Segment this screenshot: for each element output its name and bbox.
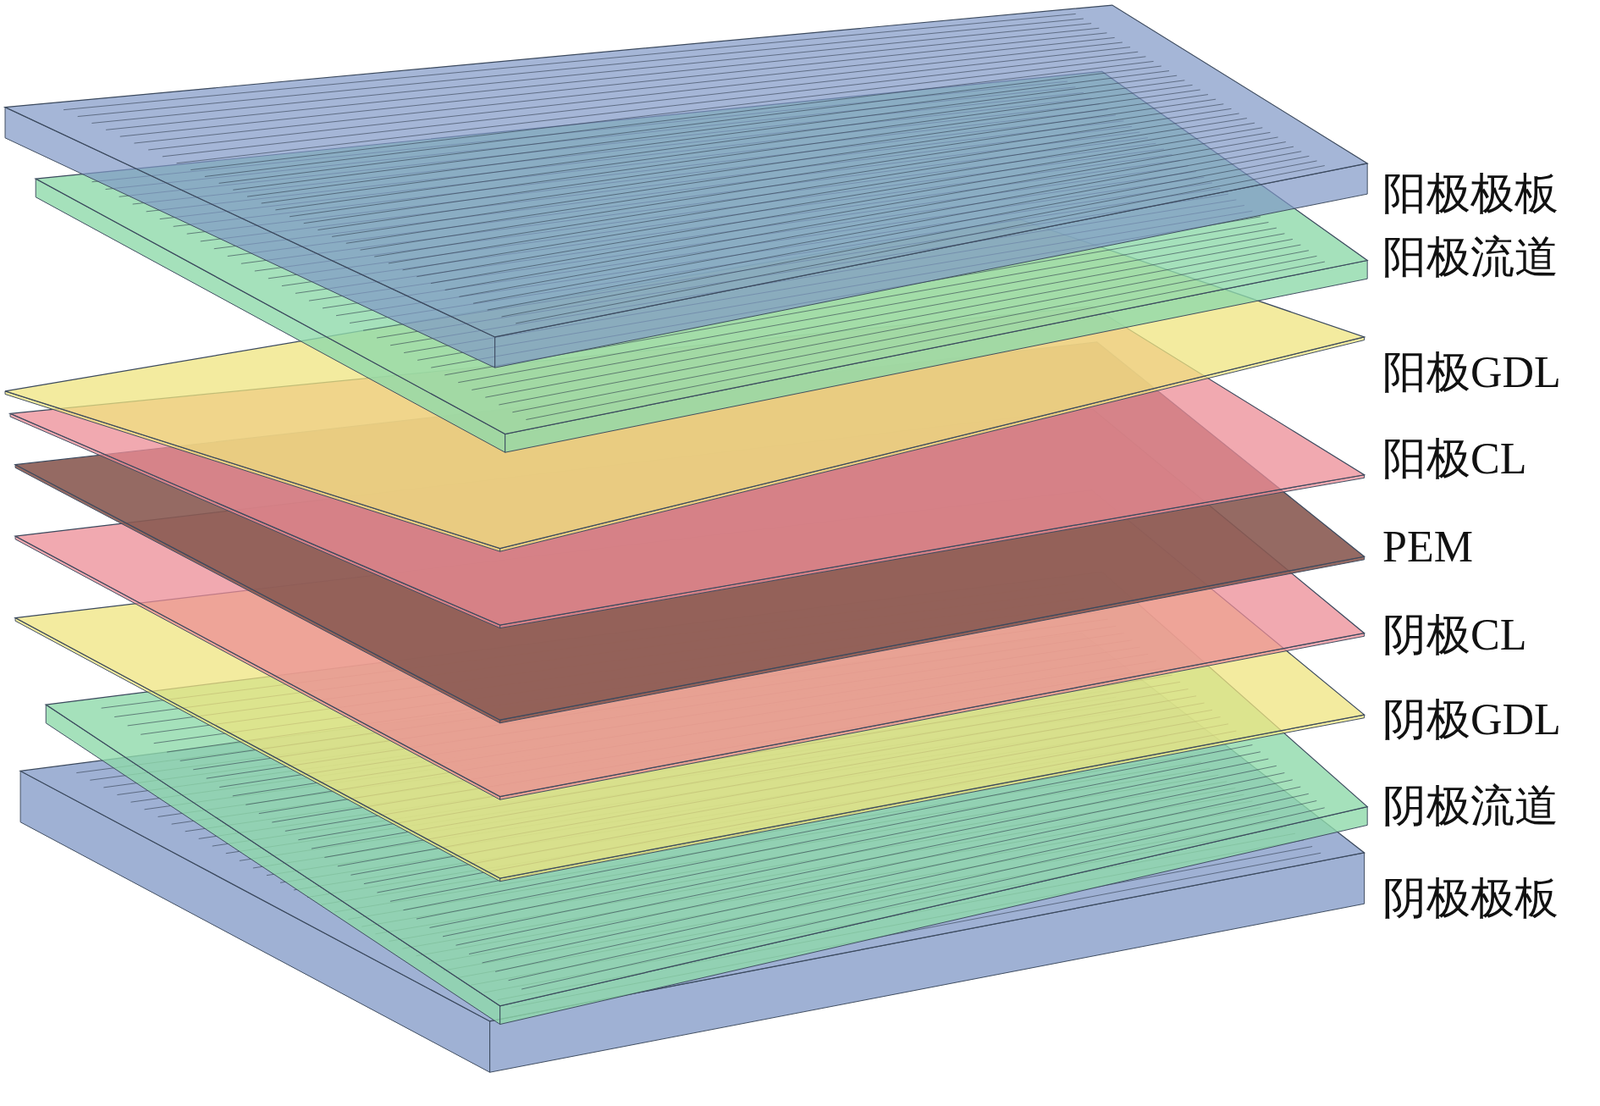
- flow-channel-line: [430, 137, 1279, 284]
- flow-channel-line: [176, 51, 1139, 164]
- flow-channel-line: [162, 47, 1131, 157]
- layer-label: 阳极流道: [1382, 235, 1559, 280]
- flow-channel-line: [105, 27, 1099, 130]
- layer-label: 阳极GDL: [1382, 350, 1562, 395]
- flow-channel-line: [190, 56, 1146, 171]
- flow-channel-line: [346, 108, 1232, 243]
- flow-channel-line: [261, 80, 1186, 204]
- flow-channel-line: [515, 165, 1325, 324]
- flow-channel-line: [458, 146, 1294, 297]
- anode-plate-face: [5, 5, 1368, 337]
- layer-label: 阳极CL: [1382, 436, 1527, 481]
- flow-channel-line: [219, 66, 1162, 183]
- layer-label: 阳极极板: [1382, 171, 1559, 216]
- flow-channel-line: [416, 132, 1270, 276]
- layer-label: 阴极CL: [1382, 612, 1527, 657]
- layer-label: 阴极极板: [1382, 876, 1559, 921]
- flow-channel-line: [331, 104, 1224, 238]
- flow-channel-line: [473, 151, 1302, 304]
- flow-channel-line: [388, 122, 1255, 264]
- layer-label: 阴极流道: [1382, 783, 1559, 828]
- layer-label: 阴极GDL: [1382, 697, 1562, 742]
- flow-channel-line: [402, 127, 1264, 271]
- flow-channel-line: [374, 118, 1247, 257]
- flow-channel-line: [275, 84, 1192, 210]
- layer-label: PEM: [1382, 524, 1474, 569]
- flow-channel-line: [232, 71, 1170, 191]
- flow-channel-line: [148, 42, 1123, 150]
- flow-channel-line: [445, 142, 1286, 291]
- flow-channel-line: [204, 60, 1154, 177]
- flow-channel-line: [501, 160, 1317, 317]
- flow-channel-line: [487, 155, 1310, 310]
- flow-channel-line: [360, 113, 1240, 250]
